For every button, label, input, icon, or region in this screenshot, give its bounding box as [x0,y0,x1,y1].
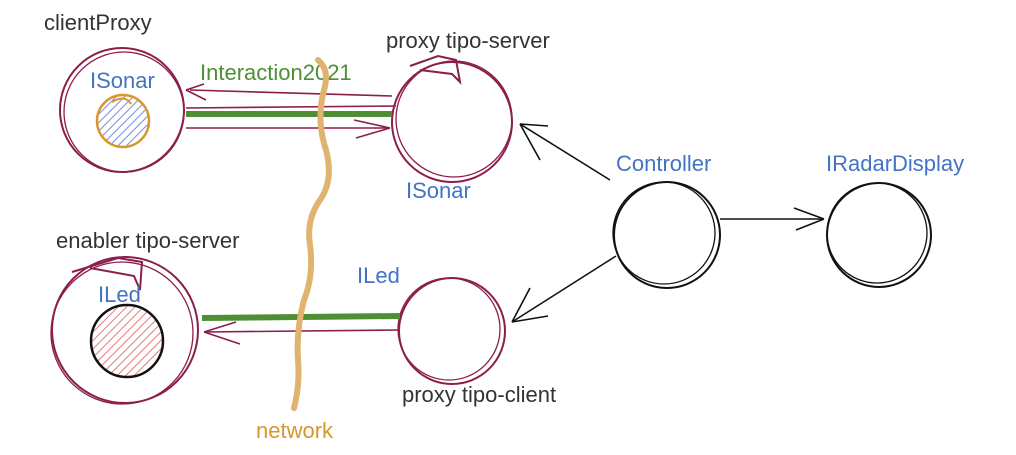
controller-circle [613,181,721,289]
sonar-inner-circle [95,93,151,149]
isonar-right-label: ISonar [406,178,471,203]
controller-node [612,181,721,289]
sonar-inner-scribble [111,97,132,105]
enabler-flag-icon [71,256,144,291]
radar-display-circle-sketch [826,182,928,284]
lower-arrows [203,321,401,345]
radar-display-node [826,182,932,288]
client-proxy-circle-sketch [63,51,185,173]
proxy-server-node [391,54,513,183]
upper-arrows [185,83,397,139]
client-proxy-label: clientProxy [44,10,152,35]
proxy-client-label: proxy tipo-client [402,382,556,407]
controller-label: Controller [616,151,711,176]
proxy-server-flag-icon [409,54,462,85]
enabler-circle-sketch [50,261,194,405]
controller-circle-sketch [612,181,716,285]
led-inner-circle [89,303,165,379]
proxy-client-circle [398,277,506,385]
interaction-label: Interaction2021 [200,60,352,85]
isonar-left-label: ISonar [90,68,155,93]
network-label: network [256,418,334,443]
controller-to-proxy-server-arrow [519,123,611,181]
proxy-client-circle-sketch [397,277,501,381]
controller-to-proxy-client-arrow [511,255,617,323]
iled-right-label: ILed [357,263,400,288]
controller-to-radar-arrow [720,207,825,231]
proxy-server-circle-sketch [395,60,513,178]
enabler-server-label: enabler tipo-server [56,228,239,253]
radar-display-label: IRadarDisplay [826,151,964,176]
network-boundary [291,57,332,411]
enabler-node [50,256,199,405]
enabler-circle [51,256,199,404]
client-proxy-node [59,47,185,173]
proxy-server-label: proxy tipo-server [386,28,550,53]
radar-display-circle [826,182,932,288]
proxy-server-circle [391,61,513,183]
iled-left-label: ILed [98,282,141,307]
proxy-client-node [397,277,506,385]
